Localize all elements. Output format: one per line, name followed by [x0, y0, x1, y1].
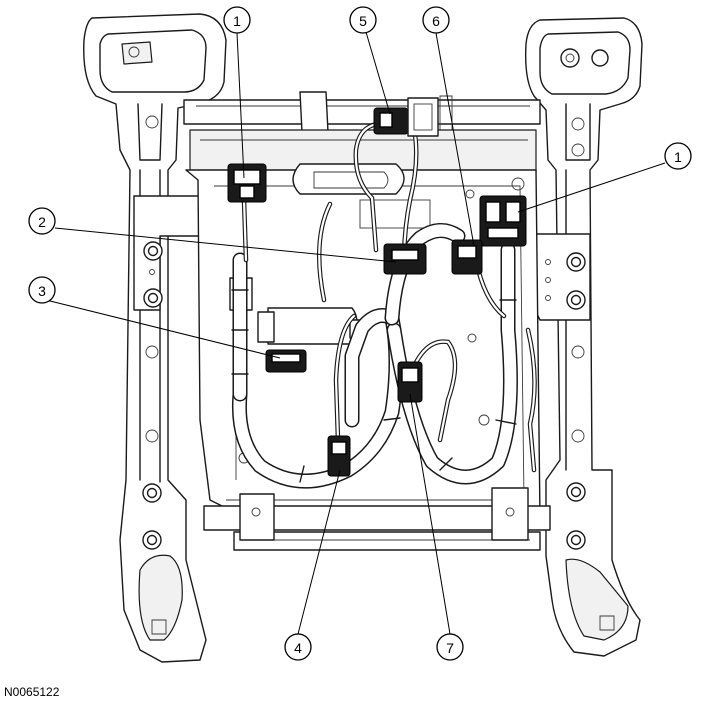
svg-text:3: 3: [38, 283, 46, 299]
connector-4: [327, 435, 351, 477]
callout-7: 7: [436, 633, 464, 661]
connector-1-right: [479, 195, 527, 247]
leader-lines: [41, 31, 666, 635]
right-seat-track: [524, 17, 643, 657]
callout-6: 6: [422, 6, 450, 34]
callout-5: 5: [349, 6, 377, 34]
callout-1-left: 1: [223, 6, 251, 34]
connector-3: [265, 349, 307, 373]
thin-wires: [241, 121, 537, 473]
connector-1-left: [227, 163, 267, 203]
connector-2: [383, 243, 427, 275]
connector-6: [451, 239, 483, 275]
callouts: 1 1 2 3 4 5 6 7: [28, 6, 692, 661]
figure-id-label: N0065122: [4, 685, 60, 699]
connector-5: [373, 97, 439, 137]
callout-3: 3: [28, 276, 56, 304]
svg-text:2: 2: [38, 214, 46, 230]
callout-1-right: 1: [664, 142, 692, 170]
svg-text:5: 5: [359, 13, 367, 29]
front-cross-bar: [203, 487, 551, 551]
svg-text:6: 6: [432, 13, 440, 29]
connectors: [227, 97, 527, 477]
svg-text:7: 7: [446, 640, 454, 656]
left-seat-track: [83, 13, 227, 663]
svg-text:4: 4: [294, 640, 302, 656]
connector-7: [397, 361, 423, 403]
callout-4: 4: [284, 633, 312, 661]
svg-text:1: 1: [233, 13, 241, 29]
callout-2: 2: [28, 207, 56, 235]
svg-text:1: 1: [674, 149, 682, 165]
